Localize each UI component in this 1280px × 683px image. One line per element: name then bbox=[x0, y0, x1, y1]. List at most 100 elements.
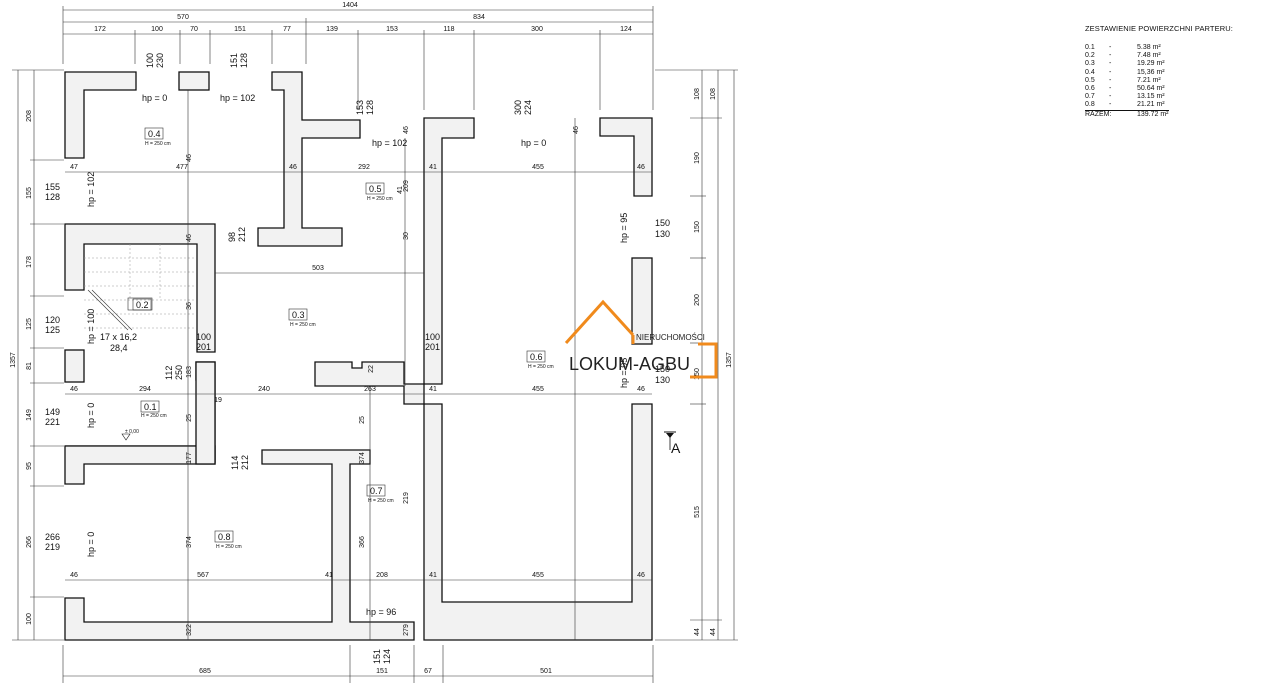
left-dimension-lines: 1357 208 155 178 125 81 149 95 266 100 bbox=[10, 69, 64, 641]
separator: - bbox=[1109, 93, 1112, 101]
dim-left-7: 95 bbox=[26, 462, 33, 470]
room-id: 0.4 bbox=[1085, 68, 1095, 76]
dim-left-2: 155 bbox=[26, 187, 33, 199]
opening-1-h: 230 bbox=[155, 53, 165, 68]
opening-5-w: 155 bbox=[45, 182, 60, 192]
section-mark-label: A bbox=[671, 440, 681, 456]
opening-16-h: 124 bbox=[382, 649, 392, 664]
dim-int-503: 503 bbox=[312, 265, 324, 272]
dim-int-477: 477 bbox=[176, 164, 188, 171]
dim-left-9: 100 bbox=[26, 613, 33, 625]
table-row: 0.7-13.15 m² bbox=[1085, 93, 1169, 101]
room-0-6-id: 0.6 bbox=[530, 352, 543, 362]
dim-int-41d: 41 bbox=[429, 572, 437, 579]
room-0-8: 0.8 H = 250 cm bbox=[214, 530, 242, 550]
hp-label-6: hp = 95 bbox=[619, 213, 629, 243]
sill-height-labels: hp = 0 hp = 102 hp = 102 hp = 0 hp = 102… bbox=[86, 93, 629, 617]
opening-2-w: 151 bbox=[229, 53, 239, 68]
dim-left-5: 81 bbox=[26, 362, 33, 370]
hp-label-9: hp = 95 bbox=[619, 358, 629, 388]
hp-label-10: hp = 0 bbox=[86, 532, 96, 557]
room-0-4-height: H = 250 cm bbox=[145, 141, 171, 147]
dim-int-47: 47 bbox=[70, 164, 78, 171]
dim-int-41b: 41 bbox=[429, 386, 437, 393]
dim-int-46d: 46 bbox=[637, 386, 645, 393]
dim-bottom-4: 501 bbox=[540, 668, 552, 675]
dim-int-208: 208 bbox=[376, 572, 388, 579]
room-0-7-id: 0.7 bbox=[370, 486, 383, 496]
dim-top-5: 77 bbox=[283, 26, 291, 33]
dim-int-46f: 46 bbox=[70, 572, 78, 579]
room-0-5-height: H = 250 cm bbox=[367, 196, 393, 202]
room-0-1-height: H = 250 cm bbox=[141, 413, 167, 419]
section-mark: A bbox=[664, 431, 681, 456]
dim-left-total: 1357 bbox=[10, 352, 17, 368]
separator: - bbox=[1109, 60, 1112, 68]
dim-int-46e: 46 bbox=[637, 572, 645, 579]
room-area: 21.21 m² bbox=[1137, 101, 1165, 109]
separator: - bbox=[1109, 101, 1112, 109]
room-0-6: 0.6 H = 250 cm bbox=[526, 350, 554, 370]
hp-label-8: hp = 0 bbox=[86, 403, 96, 428]
room-area: 5.38 m² bbox=[1137, 44, 1161, 51]
walls bbox=[64, 71, 653, 641]
room-0-3-id: 0.3 bbox=[292, 310, 305, 320]
table-row: 0.8 - 21.21 m² bbox=[1085, 101, 1169, 109]
opening-12-h: 250 bbox=[174, 365, 184, 380]
stairs bbox=[84, 244, 196, 331]
dim-int-322: 46 bbox=[186, 154, 193, 162]
dim-right-1: 108 bbox=[694, 88, 701, 100]
separator: - bbox=[1109, 44, 1112, 51]
dim-left-3: 178 bbox=[26, 256, 33, 268]
room-area: 50.64 m² bbox=[1137, 85, 1165, 93]
dim-int-41e: 30 bbox=[403, 232, 410, 240]
hp-label-3: hp = 102 bbox=[372, 138, 407, 148]
house-roof-icon bbox=[564, 299, 635, 345]
dim-top-sub-2: 834 bbox=[473, 14, 485, 21]
room-labels: 0.4 H = 250 cm 0.5 H = 250 cm 0.2 0.3 H … bbox=[132, 127, 554, 550]
level-triangle-icon bbox=[121, 433, 131, 441]
opening-4-h: 224 bbox=[523, 100, 533, 115]
dim-bottom-1: 685 bbox=[199, 668, 211, 675]
level-mark-text: ± 0,00 bbox=[125, 429, 139, 435]
dim-int-46g: 46 bbox=[186, 234, 193, 242]
dim-int-455b: 455 bbox=[532, 386, 544, 393]
dim-int-46k: 279 bbox=[403, 624, 410, 636]
room-id: 0.6 bbox=[1085, 85, 1095, 93]
room-0-1: 0.1 H = 250 cm bbox=[140, 400, 167, 419]
opening-15-w: 266 bbox=[45, 532, 60, 542]
dim-int-279: 36 bbox=[186, 302, 193, 310]
openings: 100 230 151 128 153 128 300 224 155 128 … bbox=[45, 53, 670, 664]
dim-int-366: 219 bbox=[403, 492, 410, 504]
dim-right2-1: 108 bbox=[710, 88, 717, 100]
dim-right-2: 190 bbox=[694, 152, 701, 164]
opening-3-h: 128 bbox=[365, 100, 375, 115]
opening-7-w: 98 bbox=[227, 232, 237, 242]
separator: - bbox=[1109, 85, 1112, 93]
opening-11-w: 150 bbox=[655, 364, 670, 374]
hp-label-7: hp = 100 bbox=[86, 309, 96, 344]
opening-11-h: 130 bbox=[655, 375, 670, 385]
dim-int-183: 25 bbox=[186, 414, 193, 422]
room-0-5-id: 0.5 bbox=[369, 184, 382, 194]
dim-int-46i: 46 bbox=[573, 126, 580, 134]
hp-label-1: hp = 0 bbox=[142, 93, 167, 103]
dim-int-46a: 46 bbox=[289, 164, 297, 171]
watermark-main-text: LOKUM-AGBU bbox=[569, 354, 690, 374]
dim-left-4: 125 bbox=[26, 318, 33, 330]
dim-int-567: 567 bbox=[197, 572, 209, 579]
dim-int-46c: 46 bbox=[70, 386, 78, 393]
dim-top-1: 172 bbox=[94, 26, 106, 33]
room-id: 0.8 bbox=[1085, 101, 1095, 109]
dim-top-sub-1: 570 bbox=[177, 14, 189, 21]
hp-label-4: hp = 0 bbox=[521, 138, 546, 148]
hp-label-2: hp = 102 bbox=[220, 93, 255, 103]
dim-top-total: 1404 bbox=[342, 2, 358, 9]
right-dimension-lines: 108 190 150 200 150 515 44 108 44 1357 bbox=[655, 69, 738, 641]
room-area: 13.15 m² bbox=[1137, 93, 1165, 101]
dim-left-1: 208 bbox=[26, 110, 33, 122]
opening-15-h: 219 bbox=[45, 542, 60, 552]
dim-top-7: 153 bbox=[386, 26, 398, 33]
stairs-step-label: 17 x 16,2 bbox=[100, 332, 137, 342]
dim-bottom-2: 151 bbox=[376, 668, 388, 675]
